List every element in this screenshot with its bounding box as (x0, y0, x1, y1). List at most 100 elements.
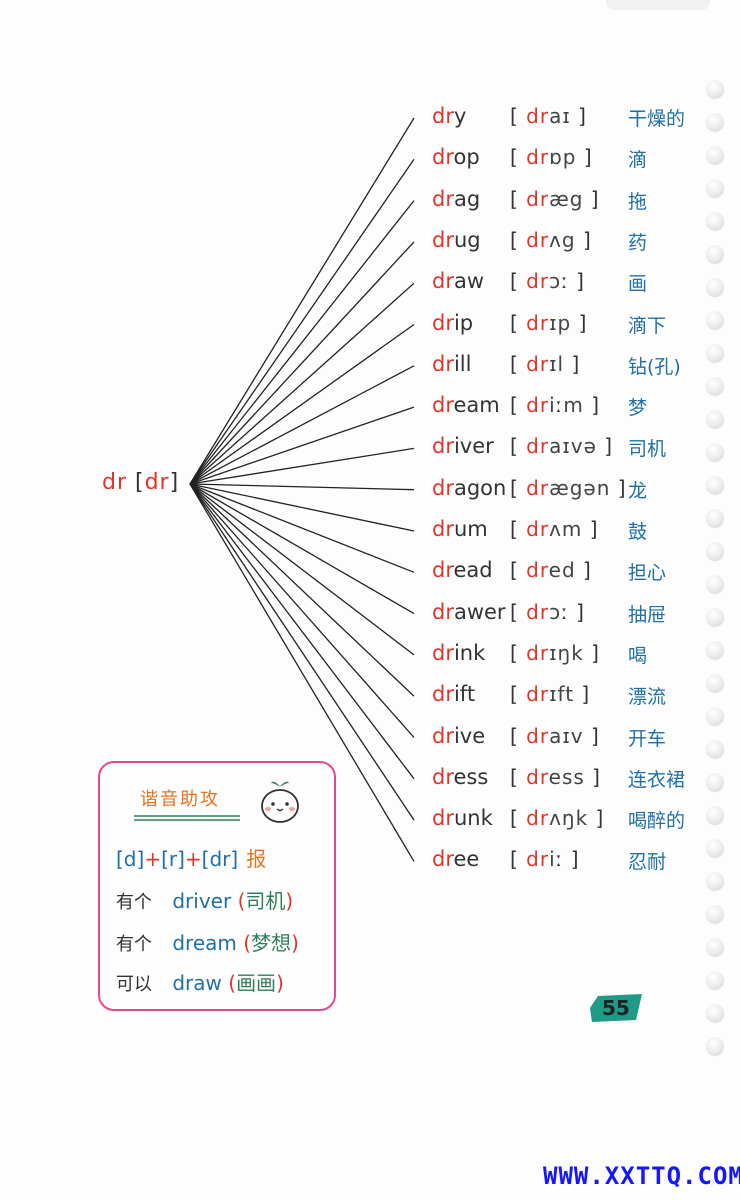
word-row: dream[ driːm ]梦 (432, 393, 702, 423)
binding-hole (706, 410, 724, 428)
binding-hole (706, 476, 724, 494)
branch-line (189, 483, 415, 780)
branch-line (189, 483, 415, 697)
branch-line (189, 483, 415, 821)
word-ipa: [ dress ] (510, 764, 601, 789)
binding-hole (706, 344, 724, 362)
branch-line (189, 483, 415, 491)
binding-hole (706, 311, 724, 329)
word: drag (432, 186, 481, 211)
binding-hole (706, 113, 724, 131)
binding-hole (706, 377, 724, 395)
word-meaning: 滴 (628, 149, 648, 172)
word-meaning: 药 (628, 231, 648, 254)
word: dress (432, 764, 489, 789)
word-row: dry[ draɪ ]干燥的 (432, 104, 702, 134)
word-row: drill[ drɪl ]钻(孔) (432, 352, 702, 382)
word-row: dree[ driː ]忍耐 (432, 847, 702, 877)
word-ipa: [ dræg ] (510, 186, 600, 211)
word-meaning: 开车 (628, 727, 667, 750)
branch-line (189, 483, 415, 532)
branch-line (189, 117, 415, 485)
word-row: drug[ drʌg ]药 (432, 228, 702, 258)
binding-hole (706, 905, 724, 923)
word: drawer (432, 599, 506, 624)
word-meaning: 担心 (628, 562, 667, 585)
word-ipa: [ draɪvə ] (510, 434, 614, 459)
binding-hole (706, 608, 724, 626)
word-meaning: 连衣裙 (628, 768, 686, 791)
binding-hole (706, 707, 724, 725)
binding-hole (706, 872, 724, 890)
branch-line (189, 483, 415, 738)
word-ipa: [ drɔː ] (510, 269, 585, 294)
word: drug (432, 227, 481, 252)
page-number: 55 (588, 990, 644, 1026)
word-row: drunk[ drʌŋk ]喝醉的 (432, 806, 702, 836)
branch-line (189, 241, 415, 485)
word-ipa: [ dred ] (510, 558, 592, 583)
binding-hole (706, 839, 724, 857)
word-meaning: 鼓 (628, 521, 648, 543)
word-ipa: [ driː ] (510, 847, 580, 872)
word-ipa: [ draɪ ] (510, 104, 587, 128)
word: driver (432, 434, 494, 459)
memory-line-3: 可以 draw (画画) (116, 971, 284, 995)
binding-hole (706, 80, 724, 98)
memory-box: 谐音助攻 [d]+[r]+[dr]报 有个 driver (司机) 有个 dre… (98, 761, 336, 1011)
word-row: dress [ dress ] 连衣裙 (432, 765, 702, 795)
word-meaning: 抽屉 (628, 603, 667, 626)
branch-line (189, 483, 415, 573)
binding-hole (706, 971, 724, 989)
binding-hole (706, 641, 724, 659)
word: drift (432, 682, 476, 707)
word-meaning: 漂流 (628, 686, 667, 709)
smiley-face-icon (261, 781, 299, 823)
word: dragon (432, 475, 507, 500)
word-meaning: 画 (628, 273, 648, 296)
title-underline (134, 815, 240, 821)
branch-line (189, 200, 415, 485)
binding-hole (706, 1004, 724, 1022)
word-row: drift [ drɪft ] 漂流 (432, 682, 702, 712)
root-letters: dr (102, 470, 128, 495)
binding-hole (706, 278, 724, 296)
word-ipa: [ drɪft ] (510, 682, 591, 707)
branch-line (189, 406, 415, 485)
binding-hole (706, 245, 724, 263)
binding-hole (706, 674, 724, 692)
word-ipa: [ drægən ] (510, 475, 627, 500)
binding-hole (706, 740, 724, 758)
word: drip (432, 310, 474, 335)
word: dree (432, 847, 480, 872)
word-meaning: 干燥的 (628, 108, 686, 130)
branch-line (189, 365, 415, 485)
binding-hole (706, 1037, 724, 1055)
word-ipa: [ drɪŋk ] (510, 640, 600, 665)
memory-line-1: 有个 driver (司机) (116, 889, 294, 913)
binding-hole (706, 938, 724, 956)
branch-line (189, 483, 415, 615)
page-tab (606, 0, 710, 10)
word-ipa: [ draɪv ] (510, 723, 600, 748)
word-ipa: [ drɔː ] (510, 599, 585, 624)
root-sound: dr [dr] (102, 470, 180, 495)
word-row: drive [ draɪv ] 开车 (432, 724, 702, 754)
word: drill (432, 351, 472, 376)
binding-hole (706, 443, 724, 461)
word-row: drink[ drɪŋk ]喝 (432, 641, 702, 671)
word-row: dread[ dred ]担心 (432, 558, 702, 588)
binding-hole (706, 509, 724, 527)
word-row: draw[ drɔː ]画 (432, 269, 702, 299)
branch-line (189, 282, 415, 485)
word-ipa: [ drɒp ] (510, 145, 593, 170)
word-ipa: [ drʌŋk ] (510, 806, 605, 831)
binding-hole (706, 542, 724, 560)
word-meaning: 滴下 (628, 314, 667, 337)
memory-formula: [d]+[r]+[dr]报 (116, 847, 267, 871)
word-ipa: [ driːm ] (510, 393, 601, 418)
word-ipa: [ drʌm ] (510, 517, 599, 541)
word: drive (432, 723, 486, 748)
branch-line (189, 158, 415, 485)
